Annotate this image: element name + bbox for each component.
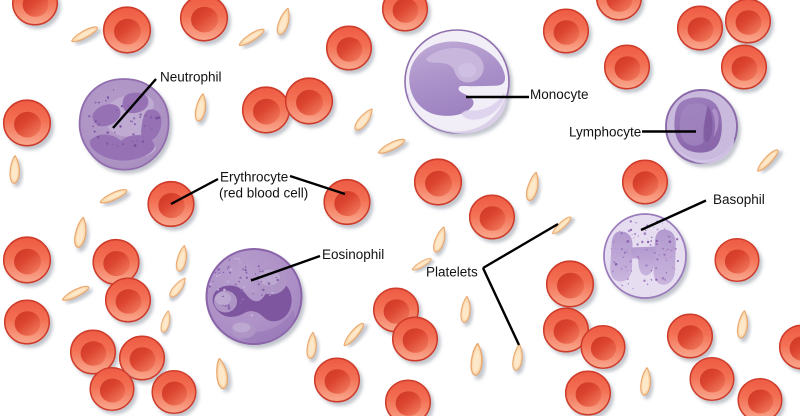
svg-text:(red blood cell): (red blood cell) — [219, 185, 308, 200]
svg-text:Neutrophil: Neutrophil — [160, 70, 222, 85]
svg-text:Erythrocyte: Erythrocyte — [220, 170, 288, 185]
svg-text:Eosinophil: Eosinophil — [322, 247, 384, 262]
svg-text:Platelets: Platelets — [426, 264, 478, 279]
svg-text:Basophil: Basophil — [713, 192, 765, 207]
svg-text:Monocyte: Monocyte — [530, 87, 589, 102]
svg-text:Lymphocyte: Lymphocyte — [569, 124, 641, 139]
